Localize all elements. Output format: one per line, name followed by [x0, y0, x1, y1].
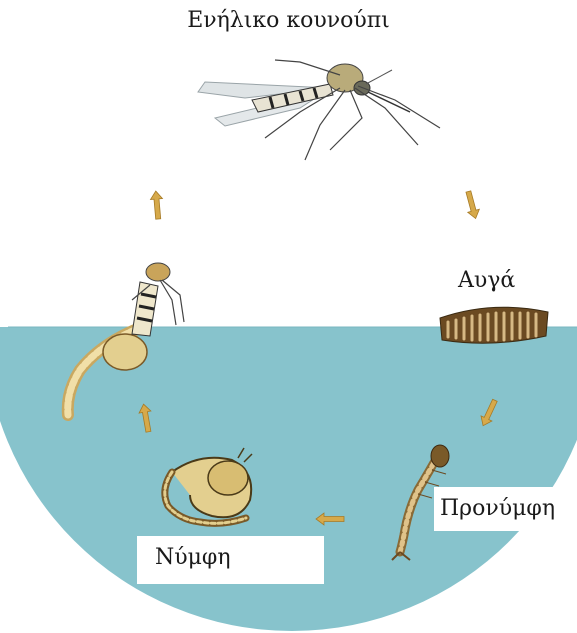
label-adult-mosquito: Ενήλικο κουνούπι — [0, 8, 577, 33]
arrow-adult-to-eggs — [463, 190, 482, 220]
egg-raft-illustration — [440, 307, 548, 343]
adult-mosquito-illustration — [198, 60, 440, 160]
label-eggs: Αυγά — [458, 268, 515, 293]
label-larva: Προνύμφη — [440, 496, 555, 521]
arrow-emerging-to-adult — [150, 191, 164, 220]
label-pupa: Νύμφη — [155, 545, 231, 570]
